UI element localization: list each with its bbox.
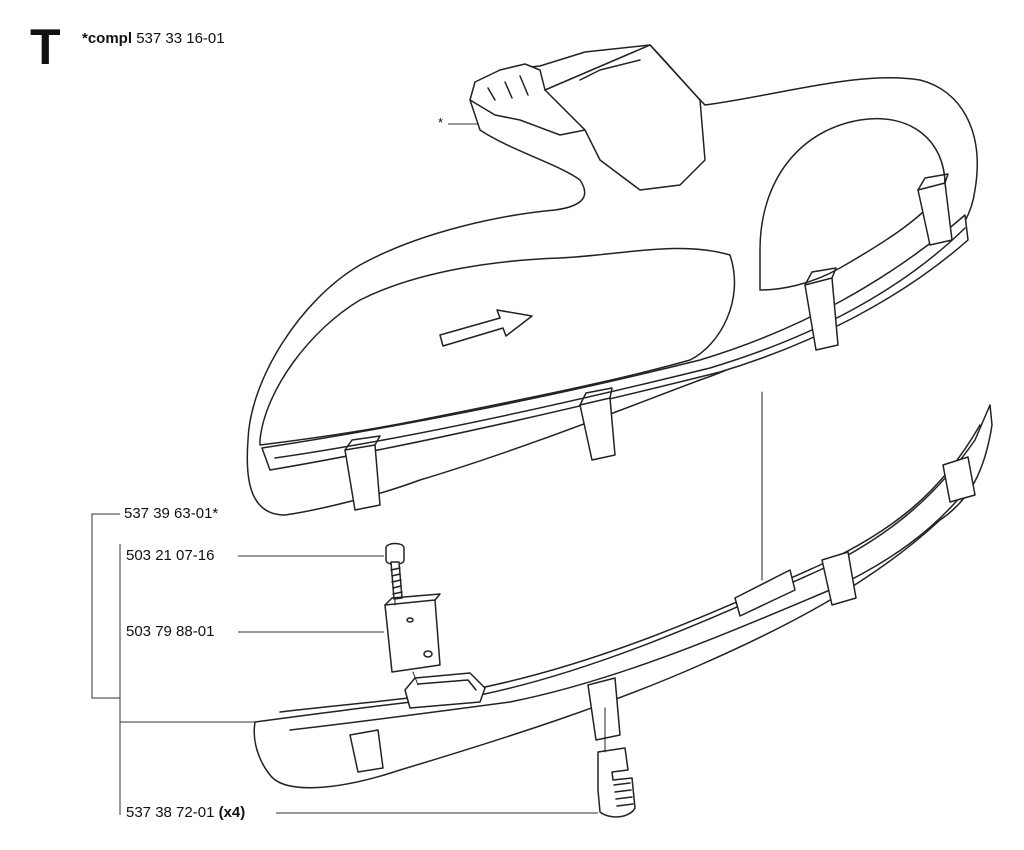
lower-guard-clip-4	[942, 456, 976, 503]
upper-guard-window-right	[759, 117, 946, 291]
compl-prefix: *compl	[82, 30, 133, 47]
part-label-plate: 503 79 88-01	[126, 623, 215, 641]
complete-assembly-note: *compl 537 33 16-01	[82, 30, 225, 48]
clamp-plate	[384, 599, 441, 673]
part-label-bolt: 503 21 07-16	[126, 547, 215, 565]
lower-guard-mount	[404, 672, 486, 709]
upper-guard-recess-left	[259, 247, 736, 446]
upper-guard-clip-4	[917, 182, 953, 246]
lower-guard-inner-bar	[734, 569, 796, 617]
plate-hole-bottom	[423, 650, 433, 658]
asterisk-marker: *	[438, 115, 444, 130]
section-letter: T	[30, 19, 61, 75]
upper-guard-clip-3	[804, 277, 839, 351]
upper-guard-clip-2	[579, 397, 616, 461]
retaining-clip	[597, 747, 636, 818]
part-label-guard-assembly: 537 39 63-01*	[124, 505, 219, 523]
assembly-line-bolt	[394, 599, 419, 686]
compl-part-number: 537 33 16-01	[136, 30, 225, 47]
part-quantity: (x4)	[218, 804, 246, 821]
upper-guard-bracket-face	[544, 44, 706, 191]
lower-guard-clip-3	[821, 551, 857, 606]
upper-guard-clip-1	[344, 444, 381, 511]
plate-hole-top	[406, 617, 414, 623]
rotation-arrow	[439, 309, 533, 347]
upper-guard-flange	[261, 214, 969, 471]
lower-guard-clip-1	[349, 729, 384, 773]
callout-bracket-outer	[91, 513, 120, 699]
part-label-clip: 537 38 72-01 (x4)	[126, 804, 246, 822]
bolt-head	[385, 542, 405, 566]
lower-guard-clip-2	[587, 677, 621, 741]
